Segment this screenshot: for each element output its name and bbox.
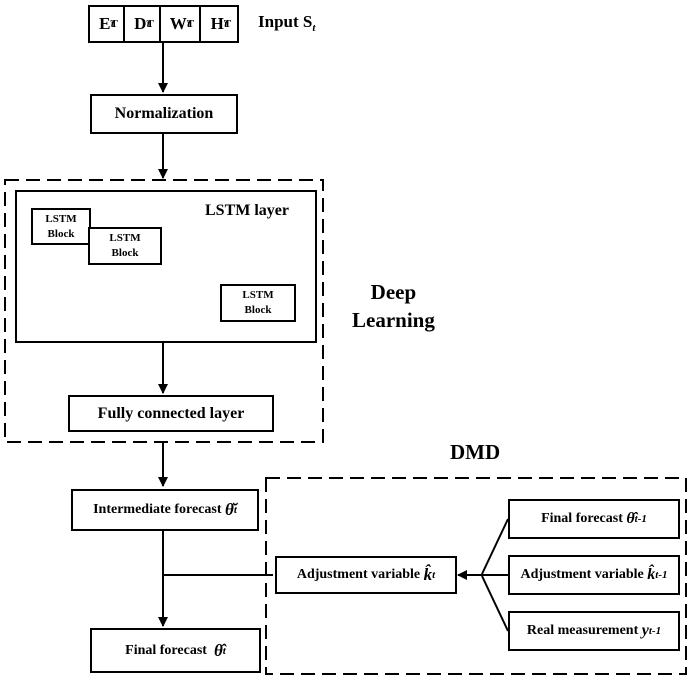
normalization-box: Normalization (90, 94, 238, 134)
prev-adjustment-variable-box: Adjustment variable k̂t-1 (508, 555, 680, 595)
lstm-layer-label: LSTM layer (205, 202, 289, 219)
fully-connected-label: Fully connected layer (97, 404, 245, 422)
input-label: Input St (258, 12, 316, 34)
deep-learning-label: Deep Learning (352, 280, 435, 332)
final-forecast-box: Final forecast θ̂t (90, 628, 261, 673)
line-real-measurement (481, 575, 509, 632)
normalization-label: Normalization (114, 105, 214, 122)
fully-connected-box: Fully connected layer (68, 395, 274, 432)
prev-final-forecast-box: Final forecast θ̂t-1 (508, 499, 680, 539)
adjustment-variable-box: Adjustment variable k̂t (275, 556, 457, 594)
intermediate-forecast-box: Intermediate forecast θ̆t (71, 489, 259, 531)
line-prev-final (481, 518, 509, 575)
dmd-label: DMD (450, 440, 501, 464)
deep-learning-group-border (4, 179, 324, 443)
